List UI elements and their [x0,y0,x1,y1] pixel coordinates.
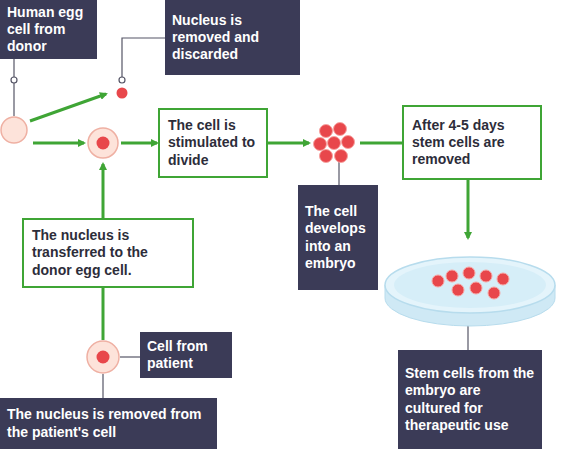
node-text: The cell is stimulated to divide [168,117,258,168]
nucleus [117,88,128,99]
flow-arrow [467,180,470,238]
node-text: Human egg cell from donor [7,4,90,55]
process-box: The nucleus is transferred to the donor … [22,218,194,288]
patient-cell [87,341,119,373]
leader-line [102,374,103,398]
flow-line [360,142,402,145]
node-text: The cell develops into an embryo [305,203,371,271]
flow-line [102,288,105,340]
node-text: Cell from patient [147,338,225,372]
stem-cells [432,267,509,299]
flow-arrow [102,164,105,218]
label-box: The cell develops into an embryo [298,185,378,290]
label-box: Stem cells from the embryo are cultured … [398,350,542,449]
egg-cell [1,117,27,143]
node-text: The nucleus is removed from the patient'… [7,406,210,440]
petri-dish [385,257,555,326]
label-box: Cell from patient [140,332,232,378]
leader-line [120,356,140,357]
process-box: After 4-5 days stem cells are removed [402,105,542,180]
label-box: Human egg cell from donor [0,0,97,59]
leader-dot [11,77,17,83]
embryo [314,123,355,163]
node-text: Stem cells from the embryo are cultured … [405,365,535,433]
label-box: The nucleus is removed from the patient'… [0,398,217,449]
leader-dot [119,77,125,83]
flow-arrow [30,94,106,121]
node-text: After 4-5 days stem cells are removed [412,117,532,168]
node-text: The nucleus is transferred to the donor … [32,227,184,278]
nucleus [97,137,110,150]
egg-cell [88,128,118,158]
nucleus [97,351,110,364]
leader-line [122,38,165,80]
label-box: Nucleus is removed and discarded [165,0,300,75]
process-box: The cell is stimulated to divide [158,108,268,178]
flow-arrow [268,142,309,145]
leader-line [338,160,339,185]
flow-arrow [121,142,157,145]
flow-arrow [33,142,84,145]
node-text: Nucleus is removed and discarded [172,12,293,63]
